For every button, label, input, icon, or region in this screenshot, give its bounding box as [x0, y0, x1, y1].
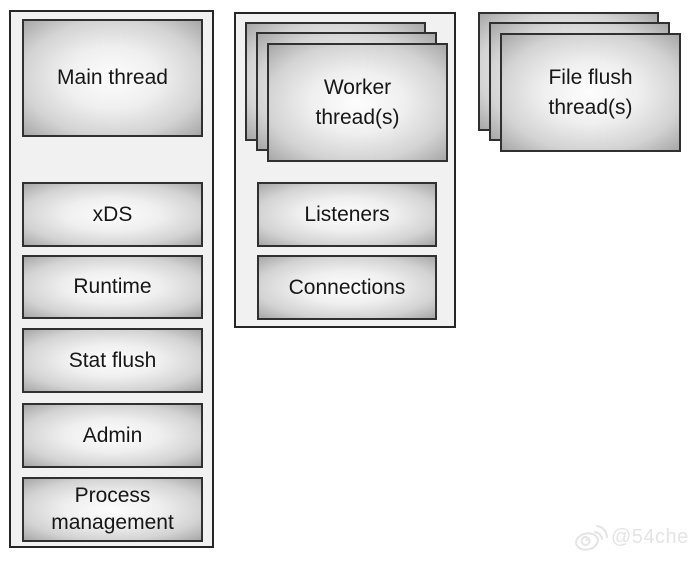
process-management-box: Process management	[22, 477, 203, 542]
xds-label: xDS	[92, 202, 133, 226]
stat-flush-box: Stat flush	[22, 328, 203, 393]
admin-box: Admin	[22, 403, 203, 468]
admin-label: Admin	[82, 423, 143, 447]
watermark-text: @54chen	[611, 525, 690, 548]
file-flush-thread-box: File flush thread(s)	[500, 33, 681, 152]
stat-flush-label: Stat flush	[68, 348, 157, 372]
xds-box: xDS	[22, 182, 203, 247]
main-thread-label: Main thread	[57, 66, 168, 90]
connections-label: Connections	[288, 275, 406, 299]
weibo-logo-icon	[574, 522, 608, 552]
listeners-label: Listeners	[304, 202, 390, 226]
listeners-box: Listeners	[257, 182, 437, 247]
file-flush-thread-label: File flush thread(s)	[548, 66, 633, 119]
worker-thread-label: Worker thread(s)	[315, 76, 400, 129]
runtime-box: Runtime	[22, 255, 203, 319]
main-thread-box: Main thread	[22, 19, 203, 137]
worker-thread-box: Worker thread(s)	[267, 43, 448, 162]
runtime-label: Runtime	[73, 275, 152, 299]
watermark: @54chen	[574, 522, 690, 552]
process-management-label: Process management	[51, 484, 174, 534]
connections-box: Connections	[257, 255, 437, 320]
